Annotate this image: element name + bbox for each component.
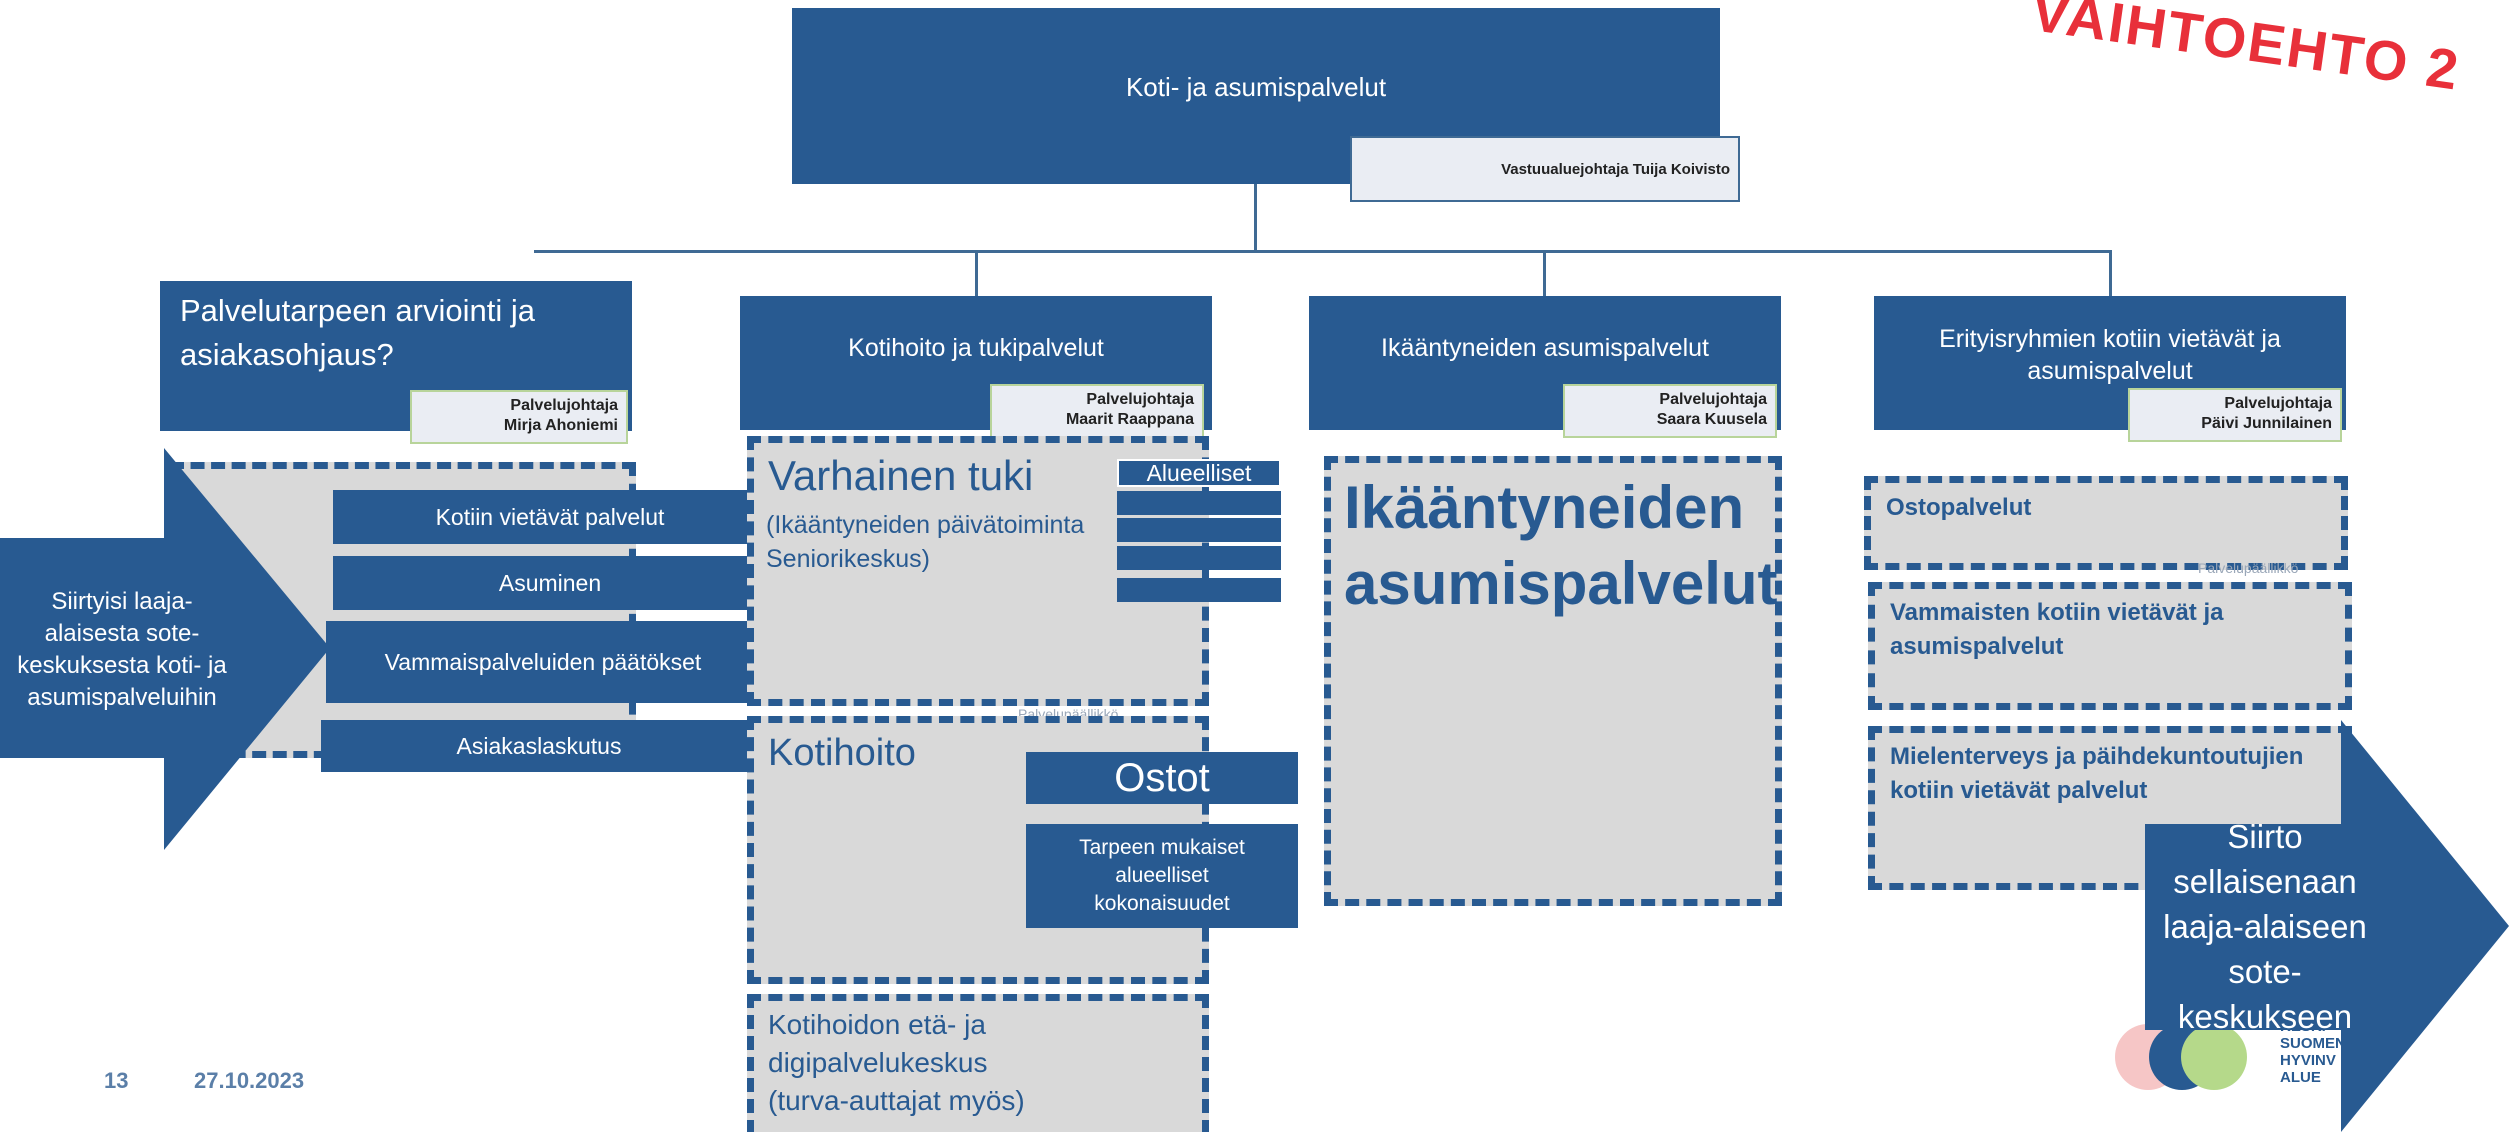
unit-1-person: Mirja Ahoniemi: [503, 417, 618, 434]
unit-header-4: Erityisryhmien kotiin vietävät ja asumis…: [1874, 296, 2346, 430]
col4-item-1-box: [1864, 476, 2348, 570]
left-arrow-shape: [0, 448, 330, 850]
unit-header-1-title: Palvelutarpeen arviointi ja asiakasohjau…: [180, 293, 535, 372]
col3-big-text: Ikääntyneiden asumispalvelut: [1344, 474, 1778, 617]
col4-item-2-text: Vammaisten kotiin vietävät ja asumispalv…: [1890, 599, 2224, 660]
col4-item-2-box: [1868, 582, 2352, 710]
logo-text: KESKI- SUOMEN HYVINV ALUE: [2280, 1018, 2346, 1086]
logo-line-2: SUOMEN: [2280, 1035, 2346, 1052]
unit-3-role: Palvelujohtaja: [1659, 391, 1767, 408]
col3-box: [1324, 456, 1782, 906]
col1-item-4: Asiakaslaskutus: [321, 720, 757, 772]
unit-header-4-title: Erityisryhmien kotiin vietävät ja asumis…: [1939, 325, 2281, 385]
top-unit-title: Koti- ja asumispalvelut: [1125, 71, 1387, 102]
connector-horizontal: [534, 250, 2112, 253]
unit-header-2-title: Kotihoito ja tukipalvelut: [848, 333, 1104, 362]
connector-drop-4: [2109, 250, 2112, 296]
col4-item-3-text: Mielenterveys ja päihdekuntoutujien koti…: [1890, 743, 2304, 804]
alueelliset-text: Alueelliset: [1146, 459, 1252, 486]
unit-4-person: Päivi Junnilainen: [2201, 415, 2332, 432]
ostot-box: Ostot: [1026, 752, 1298, 804]
page-number: 13: [104, 1068, 129, 1093]
unit-1-manager-card: Palvelujohtaja Mirja Ahoniemi: [410, 390, 628, 444]
unit-4-manager-card: Palvelujohtaja Päivi Junnilainen: [2128, 388, 2342, 442]
connector-drop-2: [975, 250, 978, 296]
tarpeen-box: Tarpeen mukaiset alueelliset kokonaisuud…: [1026, 824, 1298, 928]
top-unit-box: Koti- ja asumispalvelut: [792, 8, 1720, 184]
col1-item-4-label: Asiakaslaskutus: [456, 732, 622, 759]
right-arrow-text: Siirto sellaisenaan laaja-alaiseen sote-…: [2150, 818, 2380, 1035]
unit-3-person: Saara Kuusela: [1656, 411, 1767, 428]
footer-date: 27.10.2023: [194, 1068, 305, 1093]
alueelliset-bar-4: [1117, 578, 1281, 602]
left-arrow-text: Siirtyisi laaja-alaisesta sote-keskukses…: [4, 560, 240, 740]
unit-2-person: Maarit Raappana: [1065, 411, 1194, 428]
alueelliset-bar-1: [1117, 491, 1281, 515]
top-manager-card: Vastuualuejohtaja Tuija Koivisto: [1350, 136, 1740, 202]
col1-item-2-label: Asuminen: [498, 569, 602, 596]
unit-4-role: Palvelujohtaja: [2224, 395, 2332, 412]
ostot-label: Ostot: [1114, 755, 1210, 800]
col4-item-1-text: Ostopalvelut: [1886, 494, 2032, 521]
unit-1-role: Palvelujohtaja: [510, 397, 618, 414]
eta-box: [747, 994, 1209, 1132]
connector-drop-3: [1543, 250, 1546, 296]
watermark-text: VAIHTOEHTO 2: [2027, 0, 2464, 102]
col1-item-1: Kotiin vietävät palvelut: [333, 490, 767, 544]
varhainen-title: Varhainen tuki: [768, 452, 1034, 499]
left-arrow-label: Siirtyisi laaja-alaisesta sote-keskukses…: [17, 588, 227, 711]
alueelliset-bar-2: [1117, 518, 1281, 542]
logo-line-4: ALUE: [2280, 1069, 2321, 1086]
col4-faint-label: Palvelupäällikkö: [2198, 560, 2299, 576]
top-manager-name: Vastuualuejohtaja Tuija Koivisto: [1501, 161, 1730, 178]
logo-circles: [2115, 1024, 2247, 1090]
col1-item-3: Vammaispalveluiden päätökset: [326, 621, 760, 703]
unit-3-manager-card: Palvelujohtaja Saara Kuusela: [1563, 384, 1777, 438]
alueelliset-label: Alueelliset: [1117, 459, 1281, 487]
varhainen-subtitle: (Ikääntyneiden päivätoiminta Seniorikesk…: [766, 511, 1085, 573]
logo-line-3: HYVINV: [2280, 1052, 2336, 1069]
unit-header-3-title: Ikääntyneiden asumispalvelut: [1381, 333, 1709, 362]
alueelliset-bar-3: [1117, 546, 1281, 570]
unit-2-manager-card: Palvelujohtaja Maarit Raappana: [990, 384, 1204, 438]
right-arrow-label: Siirto sellaisenaan laaja-alaiseen sote-…: [2163, 817, 2367, 1035]
unit-2-role: Palvelujohtaja: [1086, 391, 1194, 408]
tarpeen-label: Tarpeen mukaiset alueelliset kokonaisuud…: [1079, 836, 1245, 915]
logo: KESKI- SUOMEN HYVINV ALUE: [2110, 1010, 2350, 1110]
kotihoito-title: Kotihoito: [768, 732, 916, 774]
col1-item-1-label: Kotiin vietävät palvelut: [435, 503, 665, 530]
col1-item-3-label: Vammaispalveluiden päätökset: [384, 648, 702, 675]
connector-vertical-top: [1254, 184, 1257, 252]
eta-text: Kotihoidon etä- ja digipalvelukeskus (tu…: [768, 1009, 1025, 1116]
col1-item-2: Asuminen: [333, 556, 767, 610]
right-arrow-shape: [2145, 720, 2509, 1132]
